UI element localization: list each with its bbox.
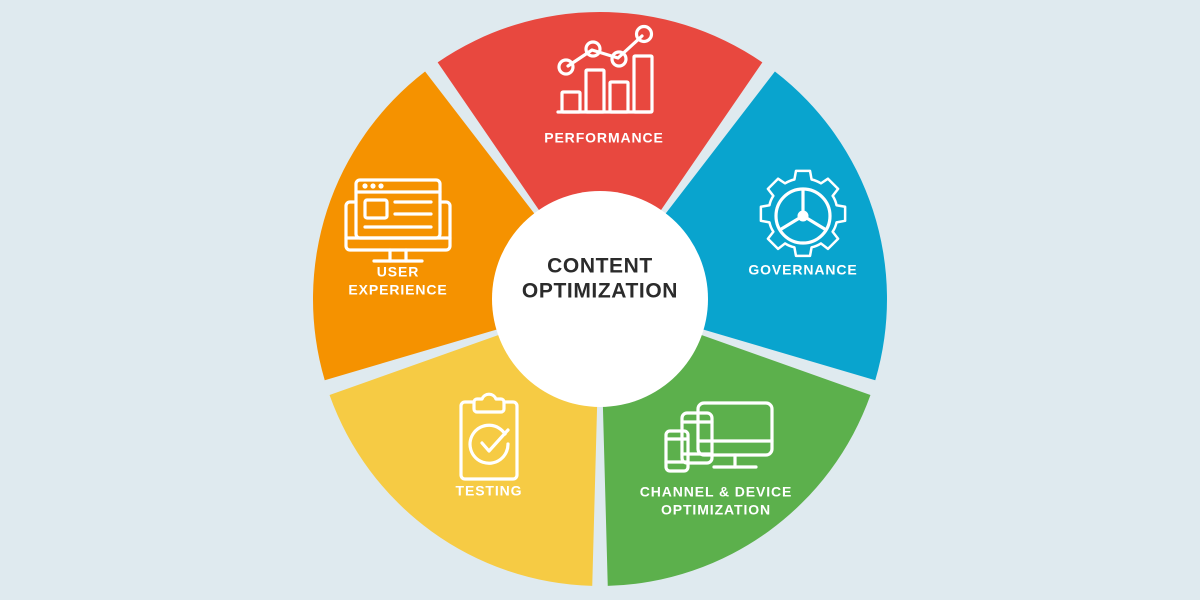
segment-channel-device-optimization[interactable]: CHANNEL & DEVICE OPTIMIZATION xyxy=(426,84,871,586)
gear-icon xyxy=(759,169,847,258)
segment-user-experience-label-line1: USER xyxy=(377,264,420,280)
segment-user-experience-label-line2: EXPERIENCE xyxy=(348,282,447,298)
center-hub: CONTENT OPTIMIZATION xyxy=(492,191,708,407)
segment-channel-device-label-line1: CHANNEL & DEVICE xyxy=(640,484,793,500)
clipboard-check-icon xyxy=(459,392,519,481)
segment-testing-wedge[interactable] xyxy=(329,333,598,586)
segment-performance-label: PERFORMANCE xyxy=(544,130,664,146)
segment-testing-label: TESTING xyxy=(456,483,523,499)
segment-user-experience[interactable]: USER EXPERIENCE xyxy=(312,71,820,462)
devices-icon xyxy=(664,401,774,473)
segment-channel-device-label-line2: OPTIMIZATION xyxy=(661,502,771,518)
segment-performance[interactable]: PERFORMANCE xyxy=(437,12,763,528)
segment-channel-device-wedge[interactable] xyxy=(602,333,871,586)
segment-governance-wedge[interactable] xyxy=(663,71,887,381)
segment-governance-label: GOVERNANCE xyxy=(748,262,857,278)
segment-testing[interactable]: TESTING xyxy=(329,98,793,586)
center-title-line1: CONTENT xyxy=(547,255,653,278)
bar-chart-trend-icon xyxy=(556,24,654,114)
center-hub-circle xyxy=(492,191,708,407)
monitor-layout-icon xyxy=(344,178,452,263)
center-title-line2: OPTIMIZATION xyxy=(522,280,678,303)
segment-governance[interactable]: GOVERNANCE xyxy=(372,71,887,440)
